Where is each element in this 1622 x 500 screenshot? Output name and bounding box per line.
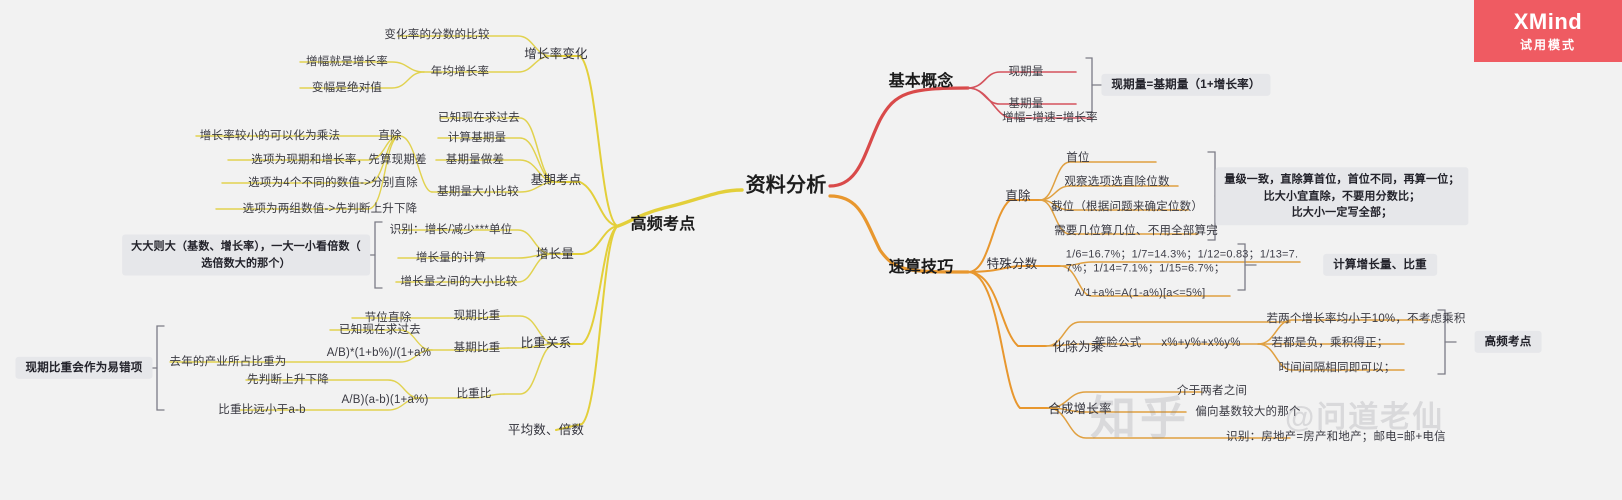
note-current-proportion-pitfall: 现期比重会作为易错项 <box>15 356 153 380</box>
branch-fast-calculation[interactable]: 速算技巧 <box>888 259 954 276</box>
node-smile-formula-label[interactable]: 笑脸公式 <box>1094 336 1142 349</box>
node-observe-options-digits[interactable]: 观察选项选直除位数 <box>1064 175 1170 188</box>
node-growth-amount-calculation[interactable]: 增长量的计算 <box>415 251 487 264</box>
node-identify-growth-units[interactable]: 识别：增长/减少***单位 <box>389 223 513 236</box>
node-small-rate-to-multiplication[interactable]: 增长率较小的可以化为乘法 <box>199 129 341 142</box>
node-growth-rate-equiv[interactable]: 增幅=增速=增长率 <box>1002 111 1098 124</box>
note-bigger-bigger-rule: 大大则大（基数、增长率），一大一小看倍数（ 选倍数大的那个） <box>122 234 370 276</box>
node-direct-division-sub[interactable]: 直除 <box>378 129 402 142</box>
branch-basic-concepts[interactable]: 基本概念 <box>888 73 954 90</box>
node-growth-rate-change[interactable]: 增长率变化 <box>524 47 588 62</box>
node-compute-only-needed-digits[interactable]: 需要几位算几位、不用全部算完 <box>1054 224 1218 237</box>
node-base-period-topics[interactable]: 基期考点 <box>530 173 582 188</box>
node-both-rates-under-ten[interactable]: 若两个增长率均小于10%，不考虑乘积 <box>1266 312 1466 325</box>
branch-high-frequency-topics[interactable]: 高频考点 <box>630 216 696 233</box>
node-first-digit[interactable]: 首位 <box>1066 151 1090 164</box>
node-calculate-base-period-value[interactable]: 计算基期量 <box>447 131 507 144</box>
node-between-two-values[interactable]: 介于两者之间 <box>1176 384 1248 397</box>
note-basic-formula: 现期量=基期量（1+增长率） <box>1101 73 1271 97</box>
node-digit-direct-division[interactable]: 节位直除 <box>364 311 412 324</box>
node-proportion-ratio-formula[interactable]: A/B)(a-b)(1+a%) <box>341 393 429 406</box>
node-proportion-ratio[interactable]: 比重比 <box>456 387 492 400</box>
mindmap-root-node[interactable]: 资料分析 <box>745 174 827 197</box>
node-known-present-find-past-2[interactable]: 已知现在求过去 <box>339 323 421 336</box>
node-last-year-industry-proportion[interactable]: 去年的产业所占比重为 <box>169 355 287 368</box>
node-composite-growth-rate[interactable]: 合成增长率 <box>1048 402 1112 417</box>
node-approximation-formula[interactable]: A/1+a%=A(1-a%)[a<=5%] <box>1074 287 1206 300</box>
node-equal-time-interval[interactable]: 时间间隔相同即可以； <box>1278 361 1396 374</box>
node-average-and-multiple[interactable]: 平均数、倍数 <box>507 423 585 438</box>
node-identify-combined-industries[interactable]: 识别：房地产=房产和地产；邮电=邮+电信 <box>1226 430 1446 443</box>
node-fraction-percent-table[interactable]: 1/6=16.7%；1/7=14.3%；1/12=0.83；1/13=7. 7%… <box>1065 248 1299 274</box>
node-both-negative-positive-product[interactable]: 若都是负，乘积得正； <box>1271 336 1389 349</box>
xmind-trial-label: 试用模式 <box>1519 38 1576 52</box>
node-growth-amount-comparison[interactable]: 增长量之间的大小比较 <box>400 275 518 288</box>
node-smile-formula-expression[interactable]: x%+y%+x%y% <box>1161 336 1241 349</box>
node-options-two-groups[interactable]: 选项为两组数值->先判断上升下降 <box>242 202 418 215</box>
node-growth-amplitude-is-rate[interactable]: 增幅就是增长率 <box>306 55 388 68</box>
node-truncate-digits[interactable]: 截位（根据问题来确定位数） <box>1050 200 1204 213</box>
node-current-period-value[interactable]: 现期量 <box>1008 65 1044 78</box>
xmind-logo-text: XMind <box>1513 9 1583 34</box>
node-special-fractions[interactable]: 特殊分数 <box>986 257 1038 272</box>
node-growth-amount[interactable]: 增长量 <box>535 247 575 262</box>
node-direct-division[interactable]: 直除 <box>1005 189 1031 204</box>
node-options-present-and-rate[interactable]: 选项为现期和增长率，先算现期差 <box>251 153 427 166</box>
note-direct-division-tips: 量级一致，直除算首位，首位不同，再算一位； 比大小宜直除，不要用分数比； 比大小… <box>1215 167 1469 225</box>
node-compare-rate-fractions[interactable]: 变化率的分数的比较 <box>384 28 490 41</box>
node-division-to-multiplication[interactable]: 化除为乘 <box>1052 340 1104 355</box>
node-base-period-difference[interactable]: 基期量做差 <box>445 153 505 166</box>
node-change-amplitude-absolute[interactable]: 变幅是绝对值 <box>311 81 383 94</box>
node-judge-rise-fall-first[interactable]: 先判断上升下降 <box>247 373 329 386</box>
node-bias-to-larger-base[interactable]: 偏向基数较大的那个 <box>1195 405 1301 418</box>
node-base-proportion-formula[interactable]: A/B)*(1+b%)/(1+a% <box>326 346 432 359</box>
node-proportion-relations[interactable]: 比重关系 <box>520 336 572 351</box>
node-options-four-values[interactable]: 选项为4个不同的数值->分别直除 <box>248 176 418 189</box>
node-base-period-proportion[interactable]: 基期比重 <box>453 341 501 354</box>
note-special-fractions-usage: 计算增长量、比重 <box>1323 253 1437 277</box>
node-annual-average-growth-rate[interactable]: 年均增长率 <box>430 65 490 78</box>
node-base-period-value[interactable]: 基期量 <box>1008 97 1044 110</box>
node-current-proportion[interactable]: 现期比重 <box>453 309 501 322</box>
node-ratio-much-less-than[interactable]: 比重比远小于a-b <box>218 403 306 416</box>
node-base-period-size-compare[interactable]: 基期量大小比较 <box>437 185 519 198</box>
node-known-present-find-past-1[interactable]: 已知现在求过去 <box>438 111 520 124</box>
badge-high-frequency-right: 高频考点 <box>1474 330 1542 354</box>
xmind-trial-badge: XMind 试用模式 <box>1474 0 1622 62</box>
